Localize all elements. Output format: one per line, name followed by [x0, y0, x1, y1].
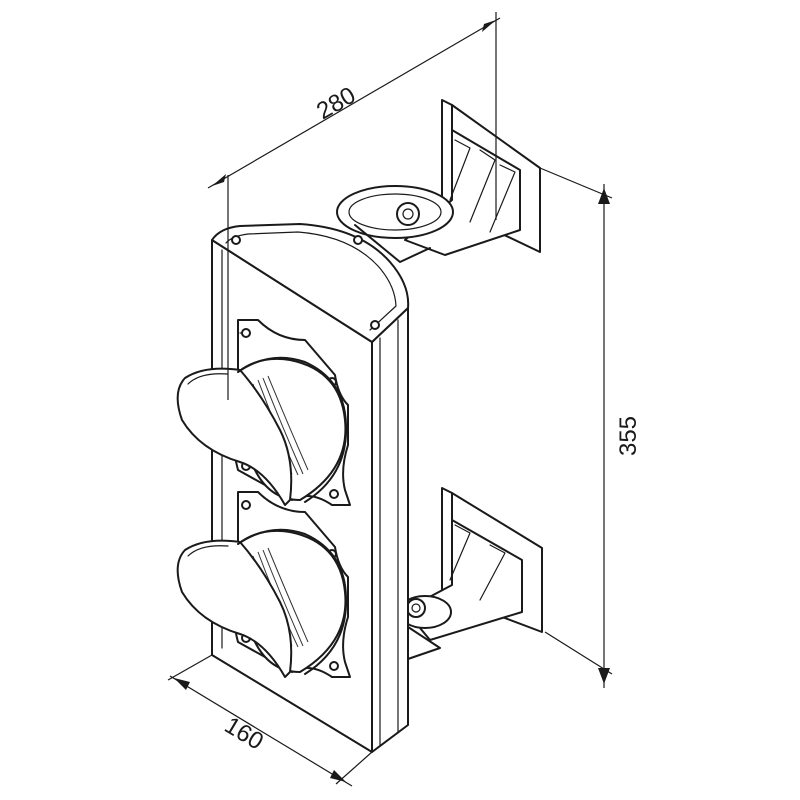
upper-wall-bracket: [336, 99, 541, 263]
lower-signal-aspect: [176, 491, 351, 678]
dimension-160-label: 160: [220, 712, 268, 756]
dimension-280-label: 280: [312, 82, 360, 125]
dimension-355-label: 355: [615, 416, 642, 456]
upper-signal-aspect: [176, 319, 351, 506]
dimension-355: 355: [539, 167, 642, 688]
lower-wall-bracket: [398, 487, 543, 661]
